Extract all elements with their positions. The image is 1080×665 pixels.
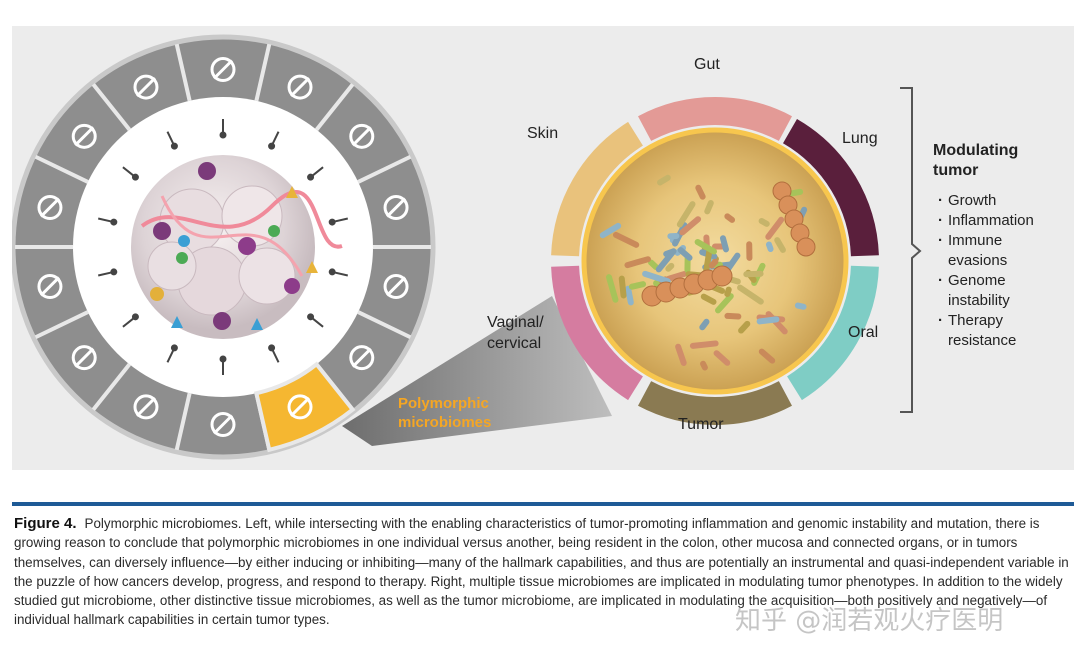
zoom-cone — [342, 296, 612, 446]
no-entry-icon — [349, 123, 375, 149]
figure-number: Figure 4. — [14, 515, 77, 532]
vessel-icon — [71, 345, 97, 371]
list-item: Inflammation — [938, 211, 1034, 231]
figure-caption: Figure 4.Polymorphic microbiomes. Left, … — [14, 514, 1074, 630]
modulating-bracket — [900, 87, 922, 413]
arrow-icon — [287, 74, 313, 100]
modulating-list: Growth Inflammation Immune evasions Geno… — [938, 191, 1034, 351]
figure-panel: Gut Lung Oral Tumor Skin Vaginal/cervica… — [12, 26, 1074, 470]
chromosome-icon — [37, 195, 63, 221]
atom-icon — [133, 74, 159, 100]
segment-label-tumor: Tumor — [678, 416, 724, 433]
flame-icon — [287, 394, 313, 420]
list-item: Genome instability — [938, 271, 1028, 311]
infinity-icon — [349, 345, 375, 371]
caption-text: Polymorphic microbiomes. Left, while int… — [14, 516, 1069, 628]
cell-division-icon — [383, 273, 409, 299]
figure-illustration — [12, 34, 922, 460]
leaf-icon — [37, 273, 63, 299]
microbes-illustration — [599, 174, 816, 371]
segment-oral — [786, 265, 879, 401]
cell-icon — [133, 394, 159, 420]
caption-divider — [12, 502, 1074, 506]
dna-helix-icon — [383, 195, 409, 221]
segment-label-vaginal: Vaginal/cervical — [487, 314, 544, 352]
segment-label-oral: Oral — [848, 324, 879, 341]
segment-label-gut: Gut — [694, 56, 720, 73]
segment-lung — [782, 118, 879, 257]
key-icon — [210, 57, 236, 82]
microbes-icon — [210, 412, 236, 437]
watermark: 知乎 @润若观火疗医明 — [735, 606, 1004, 636]
segment-gut — [638, 97, 792, 142]
cross-icon — [71, 123, 97, 149]
segment-tumor — [638, 380, 792, 425]
segment-vaginal — [551, 265, 644, 401]
tumor-cell-cluster — [131, 155, 343, 339]
segment-label-lung: Lung — [842, 130, 878, 147]
polymorphic-microbiomes-wedge — [253, 361, 356, 453]
segment-label-skin: Skin — [527, 125, 559, 142]
list-item: Growth — [938, 191, 1034, 211]
list-item: Immune evasions — [938, 231, 1028, 271]
segment-skin — [551, 121, 644, 257]
list-item: Therapy resistance — [938, 311, 1028, 351]
